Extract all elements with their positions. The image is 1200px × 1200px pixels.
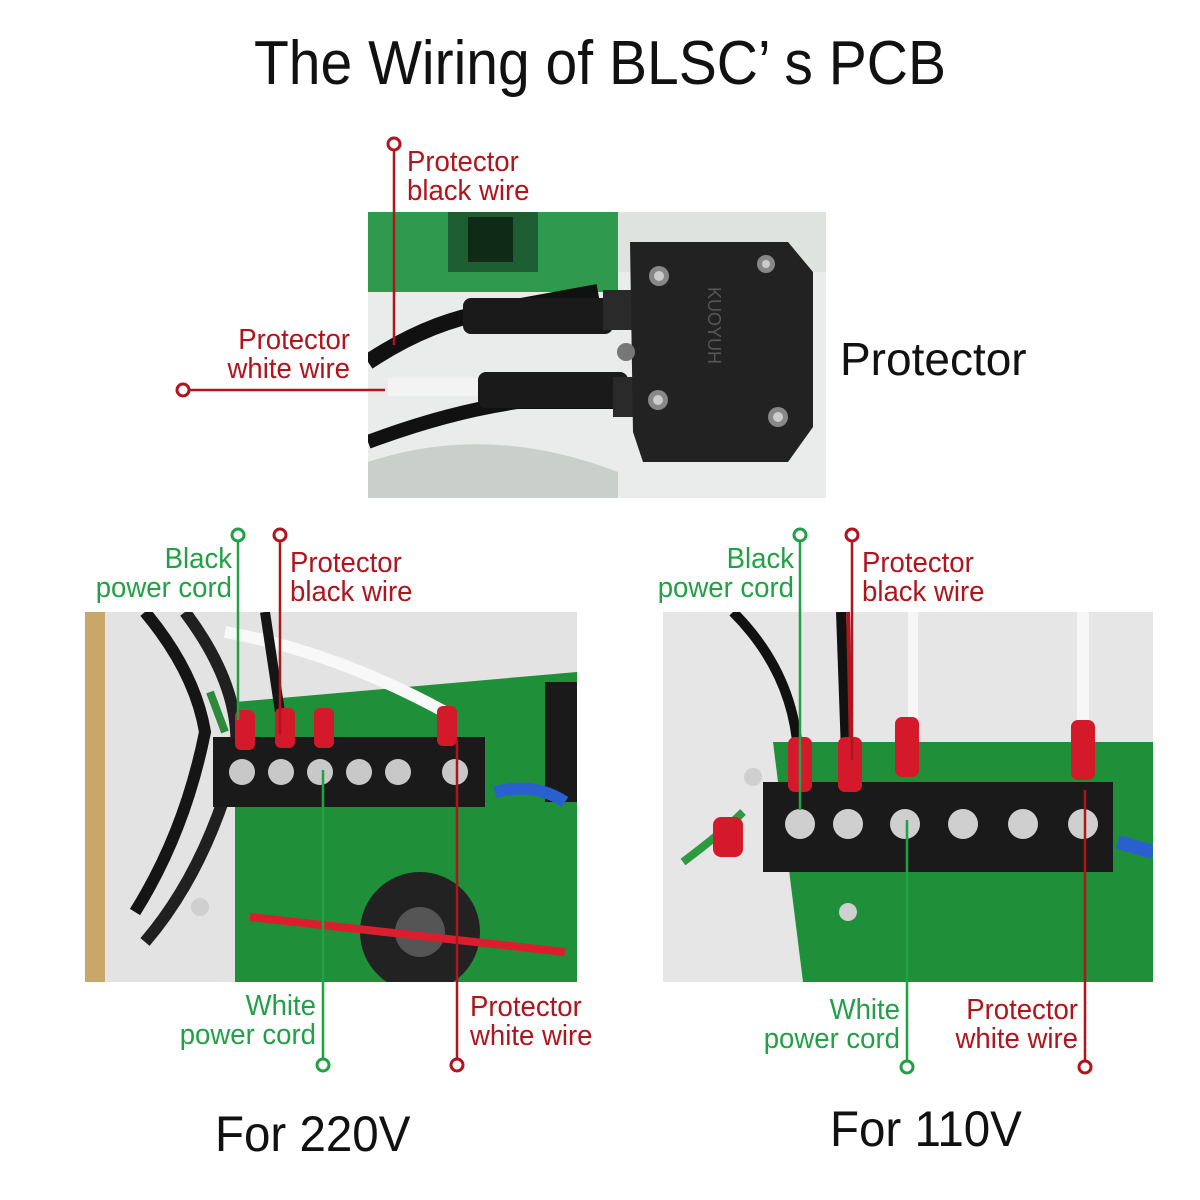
protector-photo: KUOYUH	[368, 212, 826, 498]
pcb-220v-photo	[85, 612, 577, 982]
protector-title: Protector	[840, 333, 1027, 385]
device-text: KUOYUH	[704, 287, 724, 364]
caption-110v: For 110V	[830, 1101, 1022, 1157]
page-title: The Wiring of BLSC’ s PCB	[253, 29, 947, 98]
caption-220v: For 220V	[215, 1106, 411, 1162]
